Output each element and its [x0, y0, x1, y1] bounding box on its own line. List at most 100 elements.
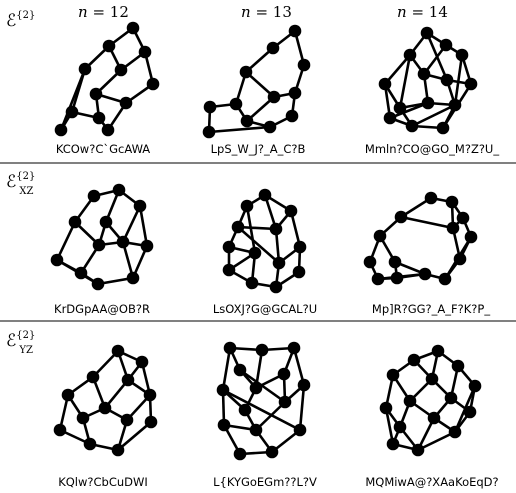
- graph-edge: [237, 226, 280, 264]
- graph-n12-e2-yz: [53, 344, 158, 457]
- graph-node: [427, 411, 441, 425]
- graph6-code-r1-c2: LpS_W_J?_A_C?B: [211, 142, 306, 156]
- graph-node: [255, 343, 269, 357]
- graph-node: [203, 100, 217, 114]
- graph-node: [76, 411, 90, 425]
- graph-node: [407, 353, 421, 367]
- graph-edge: [453, 54, 464, 106]
- graph-node: [111, 443, 125, 457]
- graph-node: [405, 119, 419, 133]
- graph-node: [417, 67, 431, 81]
- graph-node: [448, 425, 462, 439]
- graph-edge: [239, 368, 286, 404]
- graph-node: [101, 123, 115, 137]
- graph-node: [135, 355, 149, 369]
- graph-node: [455, 48, 469, 62]
- graph-node: [143, 388, 157, 402]
- graph-node: [240, 114, 254, 128]
- graph-node: [371, 272, 385, 286]
- graph-n13-e2-xz: [222, 188, 307, 294]
- graph-n14-e2: [378, 26, 478, 135]
- graph-node: [439, 38, 453, 52]
- graph-node: [277, 367, 291, 381]
- graph-node: [146, 77, 160, 91]
- graph-node: [114, 63, 128, 77]
- graph-node: [444, 391, 458, 405]
- graph-node: [411, 443, 425, 457]
- graph-node: [287, 341, 301, 355]
- graph-node: [248, 246, 262, 260]
- graph-node: [263, 120, 277, 134]
- graph-node: [74, 266, 88, 280]
- column-label-n14: n = 14: [397, 3, 448, 21]
- graph-node: [78, 62, 92, 76]
- graph-node: [265, 445, 279, 459]
- graph-node: [138, 45, 152, 59]
- graph-node: [420, 26, 434, 40]
- graph-node: [272, 256, 286, 270]
- graph-node: [403, 48, 417, 62]
- row-label-e2-yz: ℰ{2}YZ: [6, 330, 35, 356]
- graph-edge: [237, 225, 277, 231]
- graph-node: [463, 405, 477, 419]
- graph-edge: [221, 347, 232, 391]
- graph-edge: [417, 430, 456, 452]
- graph6-code-r1-c3: Mmln?CO@GO_M?Z?U_: [365, 142, 499, 156]
- graph-node: [111, 344, 125, 358]
- graph-node: [464, 77, 478, 91]
- graph-node: [92, 111, 106, 125]
- graph-node: [258, 188, 272, 202]
- graph-node: [68, 215, 82, 229]
- graph-node: [464, 230, 478, 244]
- graph-node: [386, 437, 400, 451]
- graph-node: [229, 97, 243, 111]
- graph-node: [456, 211, 470, 225]
- graph-node: [393, 101, 407, 115]
- graph-node: [133, 199, 147, 213]
- graph-n14-e2-yz: [379, 344, 482, 457]
- graph-node: [222, 263, 236, 277]
- graph6-code-r3-c1: KQlw?CbCuDWI: [58, 475, 148, 489]
- graph-node: [418, 267, 432, 281]
- graph-node: [99, 215, 113, 229]
- graph-edge: [121, 205, 142, 243]
- graph-edge: [222, 388, 301, 432]
- graph-node: [436, 121, 450, 135]
- graph-node: [288, 24, 302, 38]
- row-label-e2: ℰ{2}: [6, 10, 35, 31]
- graph-n12-e2: [54, 21, 160, 137]
- graph-node: [126, 21, 140, 35]
- graph-node: [65, 105, 79, 119]
- graph6-code-r2-c1: KrDGpAA@OB?R: [54, 302, 150, 316]
- row-label-e2-xz: ℰ{2}XZ: [6, 171, 35, 197]
- graph-node: [292, 265, 306, 279]
- graph-node: [86, 370, 100, 384]
- graph-node: [140, 239, 154, 253]
- graph-node: [468, 379, 482, 393]
- graph-node: [266, 41, 280, 55]
- graph6-code-r3-c2: L{KYGoEGm??L?V: [213, 475, 317, 489]
- graph-node: [217, 418, 231, 432]
- graph-node: [233, 447, 247, 461]
- graph-edge: [55, 221, 77, 261]
- graph-edge: [400, 215, 454, 230]
- graph-node: [87, 189, 101, 203]
- graph-node: [119, 96, 133, 110]
- graph-node: [446, 221, 460, 235]
- graph-n13-e2-yz: [216, 341, 311, 461]
- graph-edge: [384, 54, 411, 85]
- graph6-code-r3-c3: MQMiwA@?XAaKoEqD?: [365, 475, 498, 489]
- graph-node: [269, 222, 283, 236]
- graph-node: [383, 111, 397, 125]
- graph-node: [393, 420, 407, 434]
- graph-node: [116, 235, 130, 249]
- graph-node: [53, 423, 67, 437]
- graph-node: [453, 252, 467, 266]
- graph-node: [379, 401, 393, 415]
- graph-node: [89, 87, 103, 101]
- graph6-code-r2-c2: LsOXJ?G@GCAL?U: [213, 302, 317, 316]
- graph-node: [269, 280, 283, 294]
- graph-node: [431, 344, 445, 358]
- graph-edge: [245, 205, 257, 254]
